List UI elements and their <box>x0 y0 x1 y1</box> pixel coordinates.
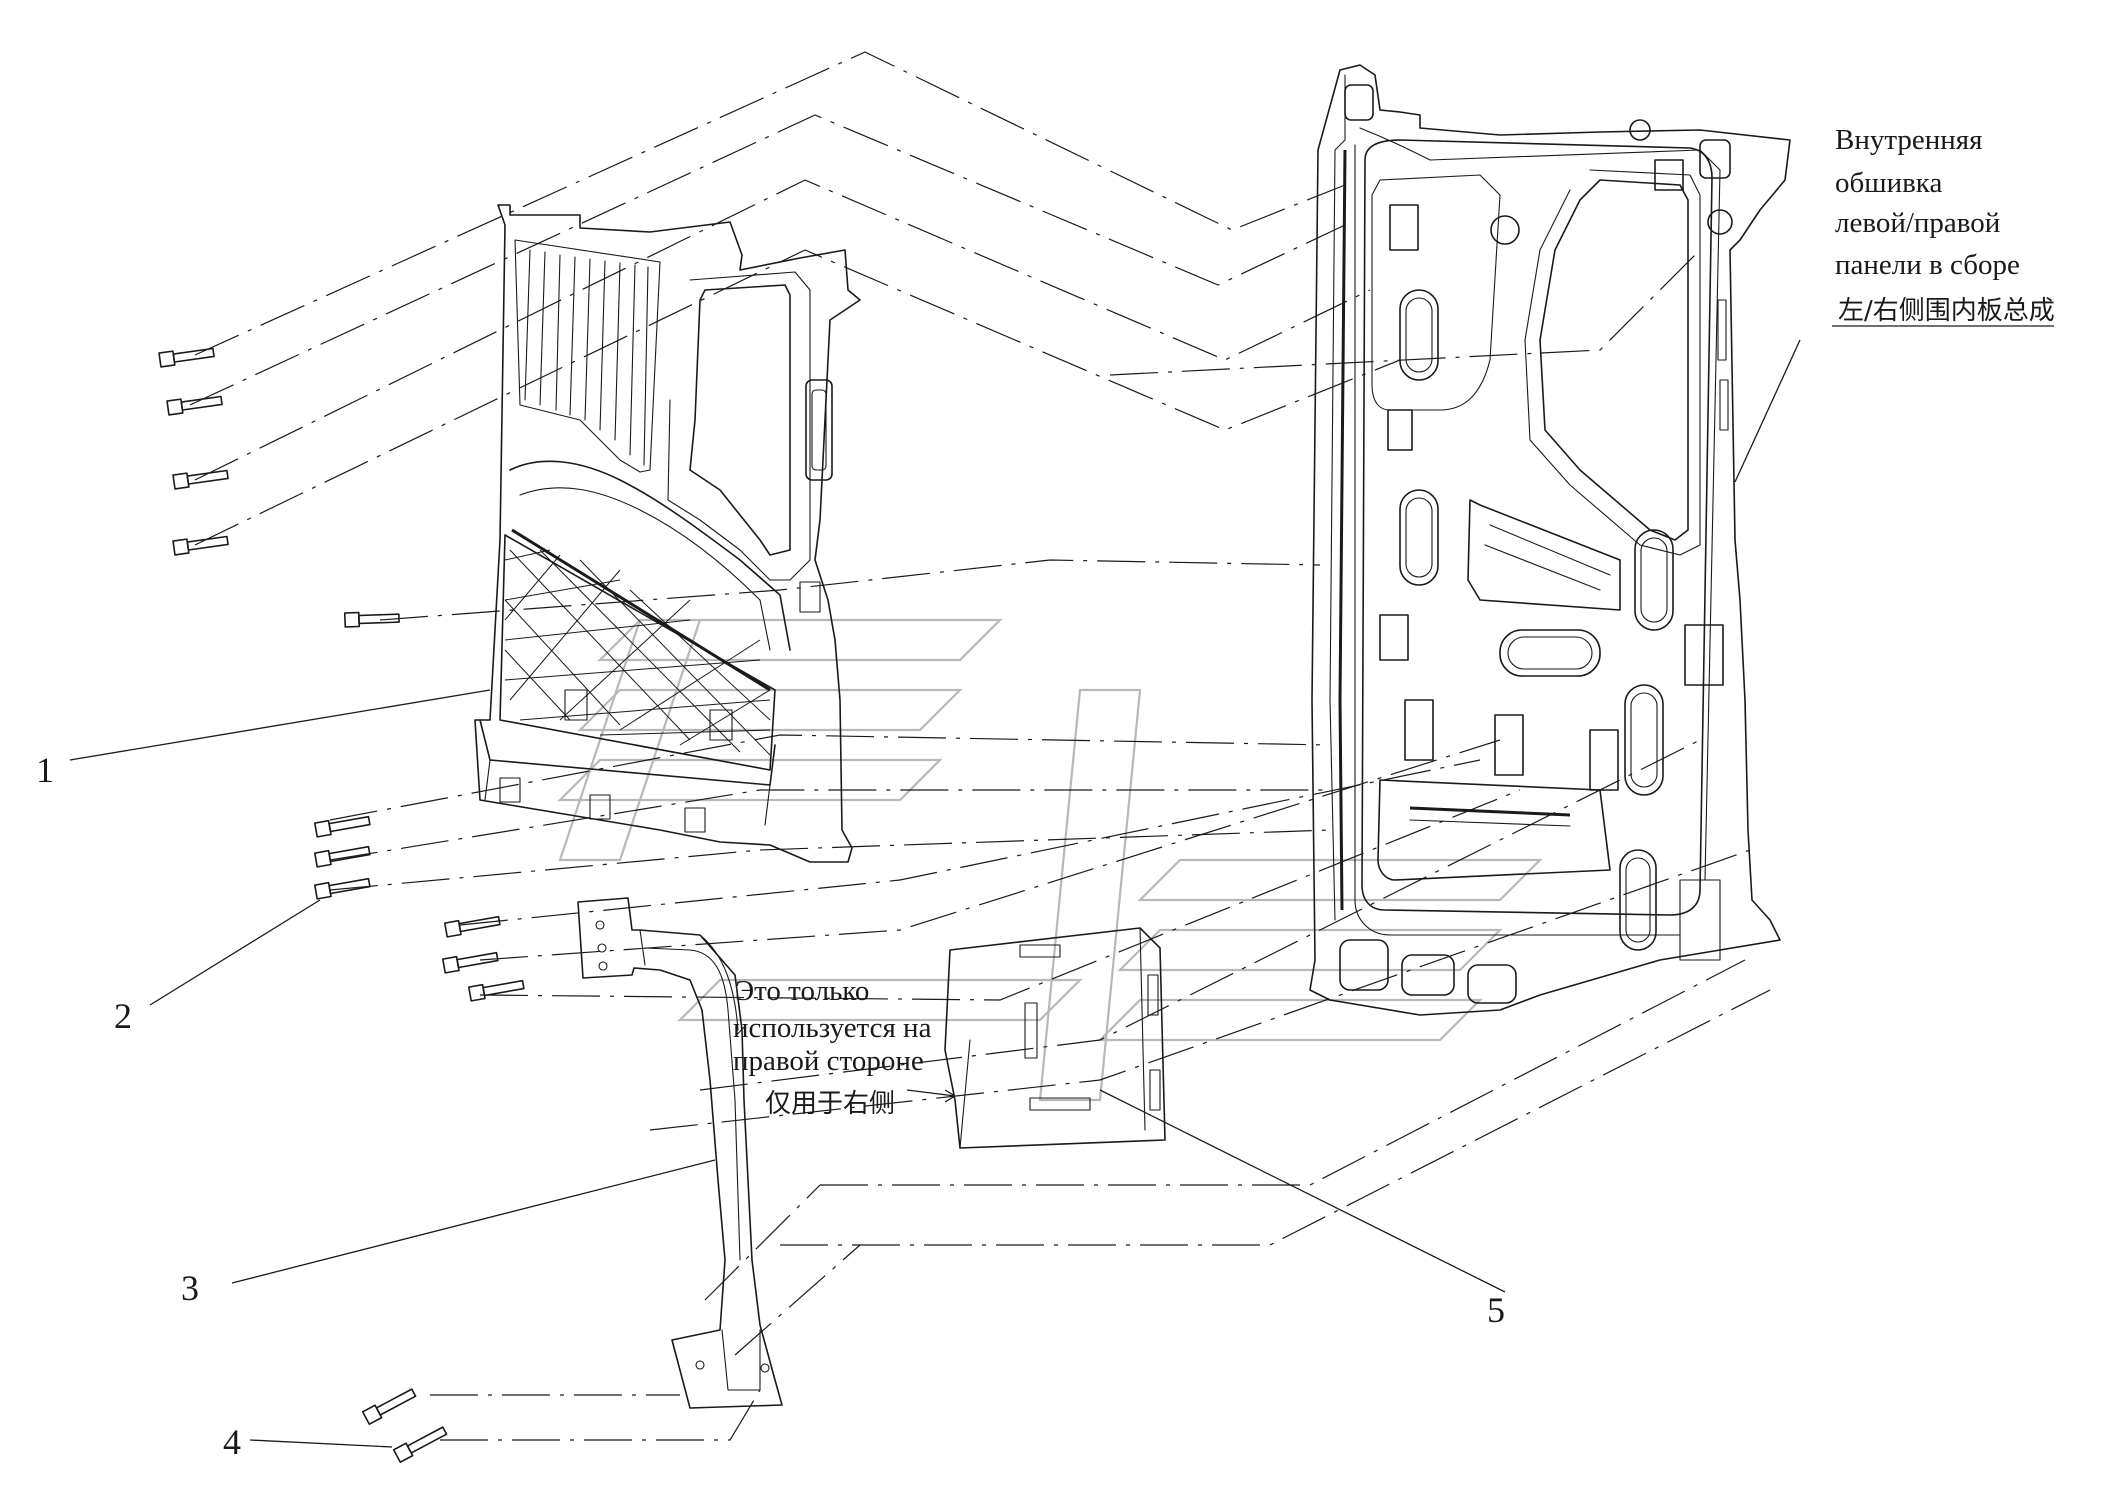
leader-lines <box>69 325 2054 1448</box>
right-side-note-ru-line1: Это только <box>735 975 869 1007</box>
part-1-inner-trim-panel <box>474 204 861 863</box>
part-3-grab-handle <box>577 897 783 1409</box>
bolts <box>158 347 525 1463</box>
assembly-label-ru-line2: обшивка <box>1835 167 1942 199</box>
assembly-label: Внутренняя обшивка левой/правой панели в… <box>1835 124 2055 326</box>
callout-5: 5 <box>1487 1290 1505 1330</box>
callout-numbers: 1 2 3 4 5 <box>36 750 1505 1462</box>
right-side-note-ru-line2: используется на <box>733 1012 932 1044</box>
callout-1: 1 <box>36 750 54 790</box>
assembly-label-cn: 左/右侧围内板总成 <box>1838 296 2055 326</box>
right-side-note: Это только используется на правой сторон… <box>733 975 932 1119</box>
callout-3: 3 <box>181 1268 199 1308</box>
assembly-label-ru-line3: левой/правой <box>1835 207 2000 239</box>
part-5-bracket <box>944 927 1166 1149</box>
assembly-label-ru-line4: панели в сборе <box>1835 249 2020 281</box>
assembly-lines <box>189 51 1771 1441</box>
callout-2: 2 <box>114 996 132 1036</box>
assembly-label-ru-line1: Внутренняя <box>1835 124 1982 156</box>
inner-panel-assembly <box>1309 64 1791 1016</box>
callout-4: 4 <box>223 1422 241 1462</box>
watermark-logo <box>557 618 1543 1102</box>
right-side-note-cn: 仅用于右侧 <box>765 1089 895 1119</box>
right-side-note-ru-line3: правой стороне <box>733 1045 924 1077</box>
